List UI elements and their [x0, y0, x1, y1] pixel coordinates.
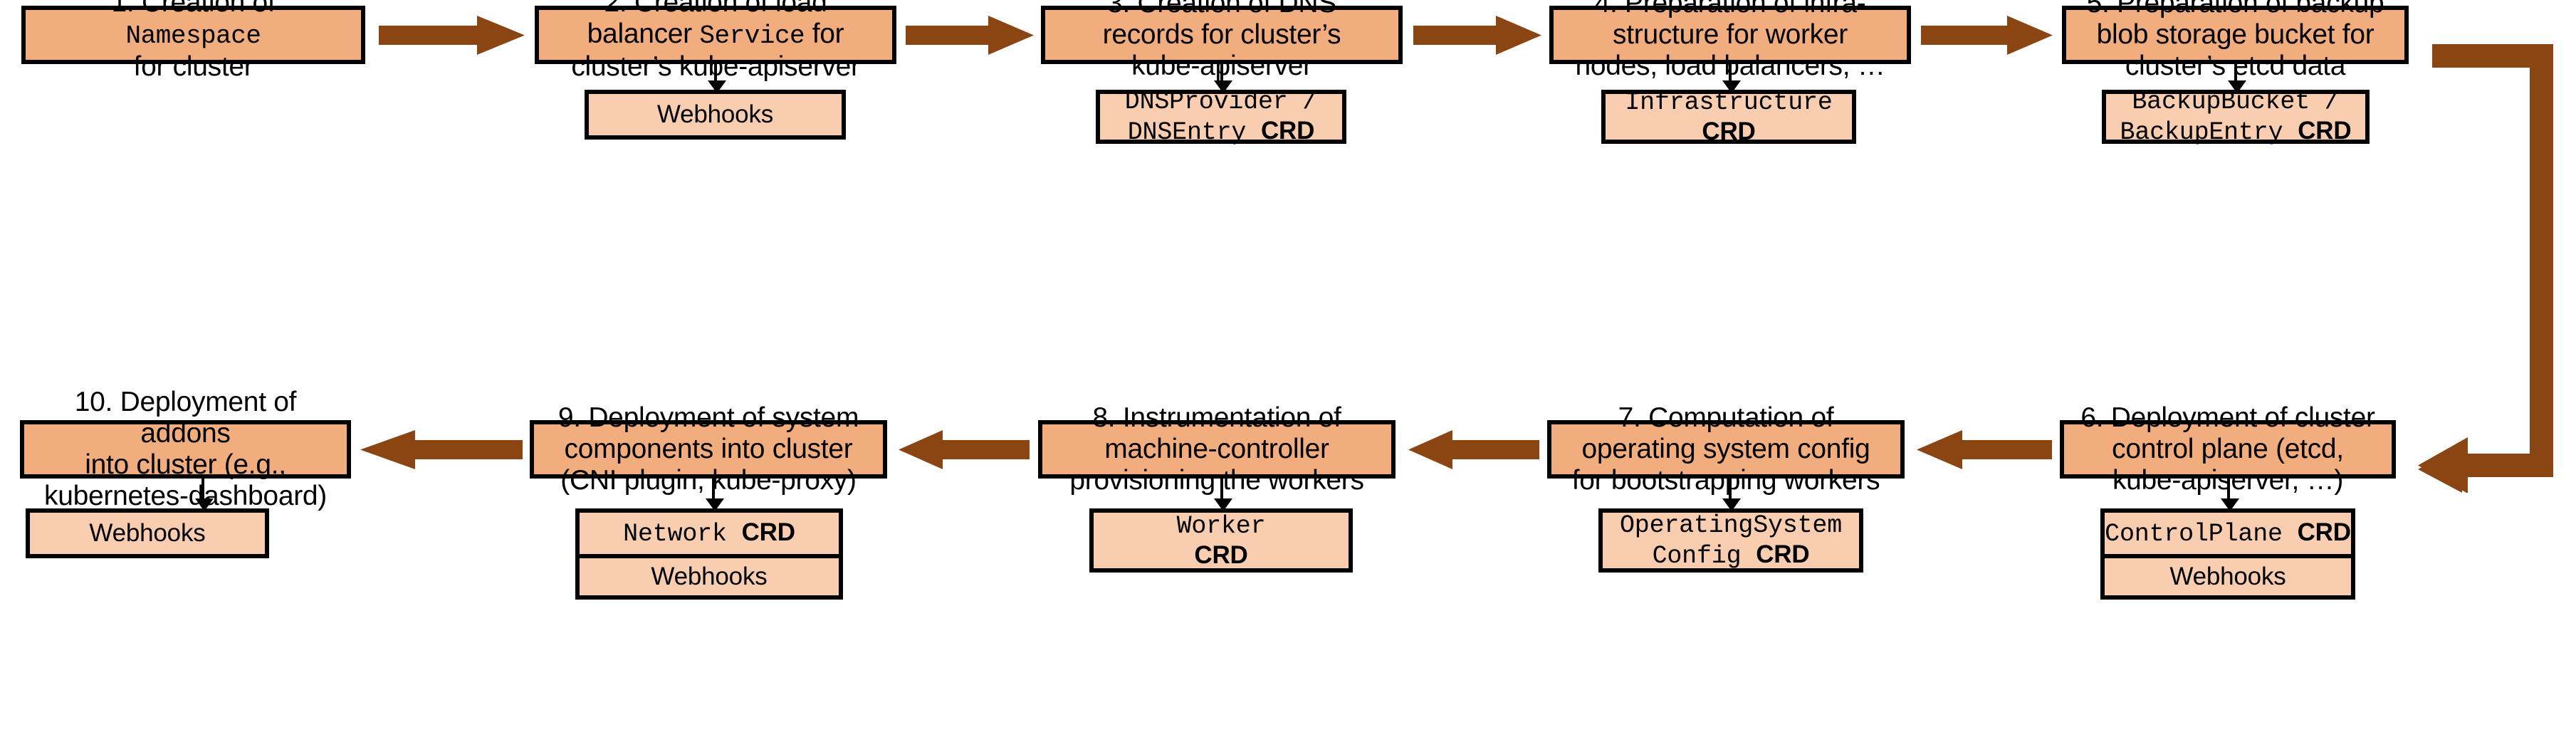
stem-step-9-to-crd: [712, 479, 715, 506]
step-7-text: 7. Computation of operating system confi…: [1571, 402, 1880, 496]
step-10-text: 10. Deployment of addons into cluster (e…: [44, 386, 327, 512]
flow-arrow-7-to-8: [1408, 430, 1539, 469]
stem-head-step-9: [706, 498, 724, 511]
stem-head-step-10: [195, 498, 214, 511]
artifact-box-osc-crd[interactable]: OperatingSystem Config CRD: [1598, 508, 1863, 573]
stem-step-2-to-webhooks: [714, 64, 717, 87]
artifact-row-network-webhooks: Webhooks: [580, 554, 839, 595]
artifact-box-worker-crd[interactable]: Worker CRD: [1089, 508, 1353, 573]
artifact-box-network-crd[interactable]: Network CRD Webhooks: [575, 508, 843, 600]
stem-head-step-7: [1722, 498, 1741, 511]
stem-head-step-6: [2221, 498, 2239, 511]
flow-arrow-3-to-4: [1413, 16, 1541, 55]
artifact-row-infrastructure-crd: Infrastructure CRD: [1625, 88, 1833, 145]
step-box-6[interactable]: 6. Deployment of cluster control plane (…: [2060, 402, 2396, 496]
stem-step-7-to-crd: [1729, 479, 1732, 506]
artifact-box-infrastructure-crd[interactable]: Infrastructure CRD: [1601, 88, 1856, 145]
stem-step-4-to-crd: [1729, 64, 1732, 87]
step-box-8[interactable]: 8. Instrumentation of machine-controller…: [1038, 402, 1396, 496]
stem-step-8-to-crd: [1220, 479, 1223, 506]
flow-arrow-5-to-6: [2418, 44, 2576, 493]
step-box-5[interactable]: 5. Preparation of backup blob storage bu…: [2062, 0, 2409, 81]
artifact-box-backup-crd[interactable]: BackupBucket / BackupEntry CRD: [2102, 88, 2370, 147]
step-4-text: 4. Preparation of infra- structure for w…: [1575, 0, 1885, 82]
artifact-row-dns-crd: DNSProvider / DNSEntry CRD: [1124, 88, 1318, 147]
step-3-text: 3. Creation of DNS records for cluster’s…: [1102, 0, 1341, 82]
stem-step-10-to-webhooks: [201, 479, 204, 506]
step-box-3[interactable]: 3. Creation of DNS records for cluster’s…: [1041, 0, 1403, 81]
artifact-row-osc-crd: OperatingSystem Config CRD: [1619, 511, 1843, 570]
flow-arrow-4-to-5: [1921, 16, 2053, 55]
flow-arrow-2-to-3: [906, 16, 1034, 55]
artifact-box-dns-crd[interactable]: DNSProvider / DNSEntry CRD: [1096, 88, 1346, 147]
step-9-text: 9. Deployment of system components into …: [557, 402, 859, 496]
flow-arrow-1-to-2: [379, 16, 525, 55]
step-1-text: 1. Creation of Namespace for cluster: [111, 0, 276, 82]
artifact-row-controlplane-webhooks: Webhooks: [2105, 554, 2351, 595]
step-8-text: 8. Instrumentation of machine-controller…: [1069, 402, 1364, 496]
stem-step-5-to-crd: [2234, 64, 2237, 87]
flow-arrow-9-to-10: [360, 430, 523, 469]
artifact-box-webhooks-step-10[interactable]: Webhooks: [26, 508, 269, 558]
artifact-row-backup-crd: BackupBucket / BackupEntry CRD: [2120, 88, 2352, 147]
artifact-box-controlplane-crd[interactable]: ControlPlane CRD Webhooks: [2100, 508, 2355, 600]
step-box-10[interactable]: 10. Deployment of addons into cluster (e…: [20, 387, 351, 511]
artifact-row-controlplane-crd: ControlPlane CRD: [2105, 518, 2351, 548]
artifact-row-webhooks: Webhooks: [656, 100, 774, 128]
stem-step-6-to-crd: [2227, 479, 2230, 506]
artifact-box-webhooks-step-2[interactable]: Webhooks: [585, 90, 846, 140]
step-box-7[interactable]: 7. Computation of operating system confi…: [1547, 402, 1905, 496]
artifact-row-webhooks-10: Webhooks: [89, 518, 206, 547]
step-box-4[interactable]: 4. Preparation of infra- structure for w…: [1549, 0, 1911, 81]
stem-head-step-8: [1214, 498, 1232, 511]
step-2-text: 2. Creation of load balancer Service for…: [571, 0, 860, 82]
step-5-text: 5. Preparation of backup blob storage bu…: [2086, 0, 2384, 82]
flow-arrow-8-to-9: [899, 430, 1030, 469]
artifact-row-worker-crd: Worker CRD: [1176, 512, 1266, 569]
step-box-2[interactable]: 2. Creation of load balancer Service for…: [535, 0, 896, 82]
step-box-1[interactable]: 1. Creation of Namespace for cluster: [21, 0, 365, 82]
step-box-9[interactable]: 9. Deployment of system components into …: [530, 402, 887, 496]
step-6-text: 6. Deployment of cluster control plane (…: [2080, 402, 2375, 496]
stem-step-3-to-crd: [1220, 64, 1223, 87]
artifact-row-network-crd: Network CRD: [623, 518, 795, 548]
flow-arrow-6-to-7: [1917, 430, 2052, 469]
